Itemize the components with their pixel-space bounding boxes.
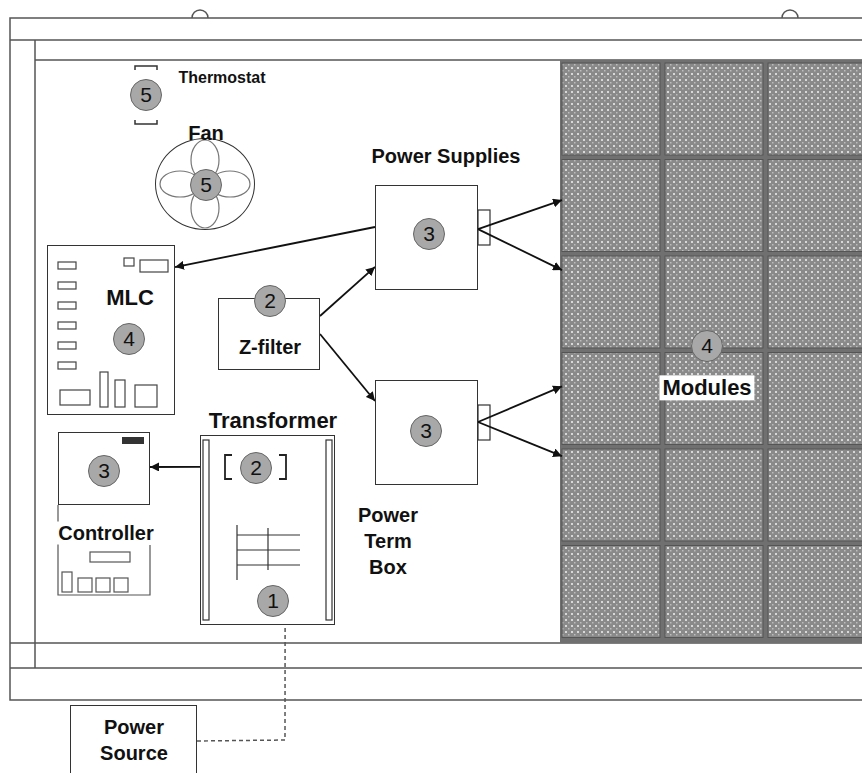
transformer-box: Transformer21Power Term Box (200, 435, 335, 625)
connector-arrow (175, 227, 375, 267)
callout-number: 2 (254, 285, 286, 317)
connector-arrow (478, 200, 562, 229)
power-supply-box: Power Supplies3 (375, 185, 478, 290)
callout-number: 5 (130, 79, 162, 111)
callout-number: 3 (410, 415, 442, 447)
modules-grid: 4Modules (562, 62, 862, 640)
z-filter-box: 2Z-filter (218, 298, 320, 370)
part-label: Modules (659, 375, 754, 400)
power-supply-box: 3 (375, 380, 478, 485)
connector-arrow (478, 386, 562, 422)
callout-number: 5 (190, 169, 222, 201)
callout-number: 3 (413, 218, 445, 250)
connector-arrow (320, 334, 375, 401)
part-label: Transformer (209, 408, 337, 433)
connector-arrow (478, 422, 562, 456)
part-label: Controller (55, 522, 157, 545)
part-label: MLC (103, 285, 157, 310)
callout-number: 3 (88, 455, 120, 487)
part-label: Thermostat (178, 69, 265, 87)
connector-arrow (150, 466, 200, 468)
part-label: Power Source (89, 714, 179, 766)
connector-arrow (320, 267, 375, 316)
power-source-box: Power Source (70, 705, 197, 773)
fan-circle: Fan5 (155, 138, 255, 230)
callout-number: 4 (113, 323, 145, 355)
controller-box: 3Controller (58, 432, 150, 505)
callout-number: 2 (240, 452, 272, 484)
callout-number: 1 (257, 585, 289, 617)
part-label: Z-filter (239, 336, 301, 359)
mlc-board: MLC 4 (47, 245, 175, 415)
connector-arrow (478, 229, 562, 270)
part-label: Fan (188, 122, 224, 145)
callout-number: 4 (691, 330, 723, 362)
part-label: Power Term Box (353, 502, 423, 580)
power-cable (197, 625, 285, 741)
part-label: Power Supplies (372, 145, 521, 168)
